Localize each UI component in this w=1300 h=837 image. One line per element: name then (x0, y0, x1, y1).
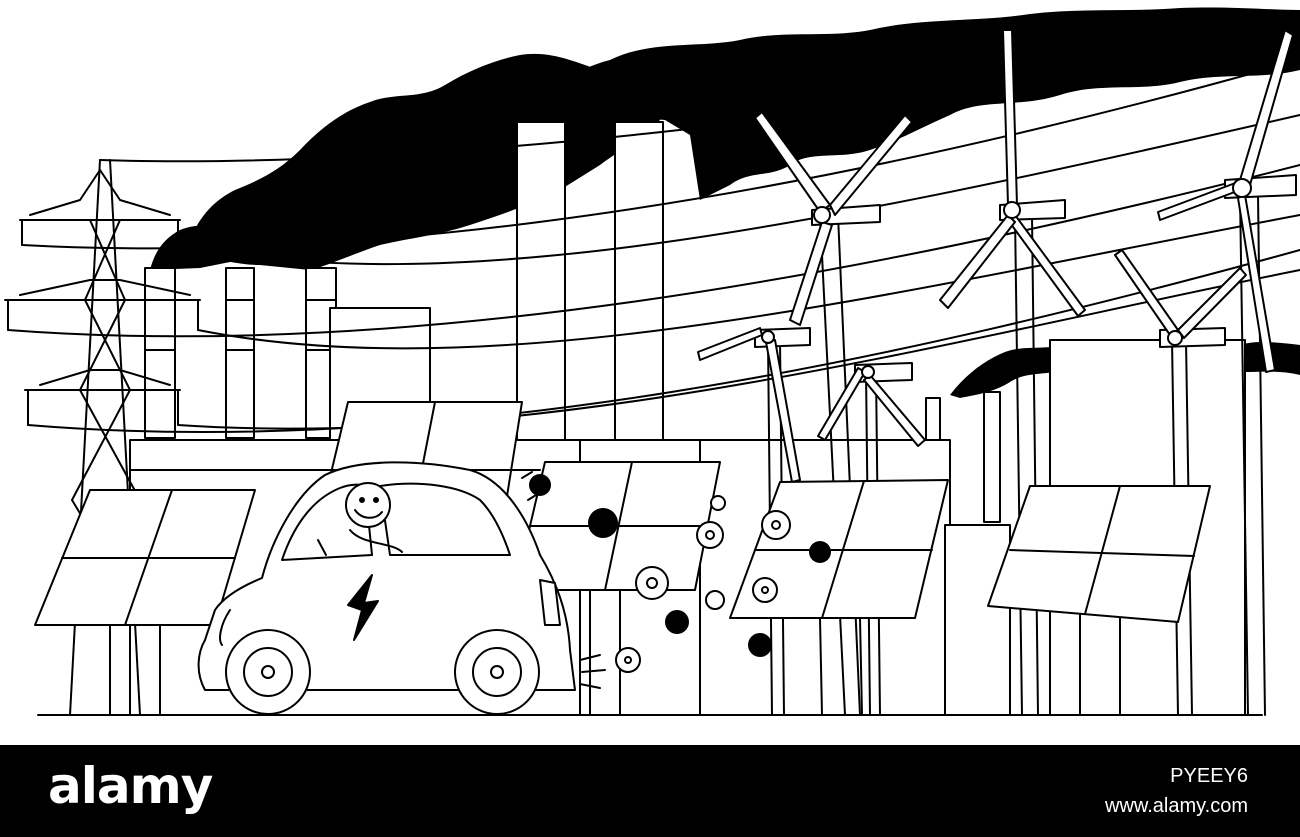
flowers (529, 474, 831, 673)
brand-logo: alamy (48, 757, 213, 815)
power-lines (7, 24, 1300, 434)
factory-chimneys (144, 121, 1001, 523)
site-url: www.alamy.com (1105, 795, 1248, 817)
motion-lines (521, 471, 606, 689)
image-id: PYEEY6 (1170, 765, 1248, 787)
illustration (4, 7, 1300, 716)
wind-turbines (697, 29, 1297, 716)
smoke-clouds (150, 7, 1300, 398)
electric-car (197, 461, 576, 715)
watermark-footer: alamy PYEEY6 www.alamy.com (0, 745, 1300, 837)
